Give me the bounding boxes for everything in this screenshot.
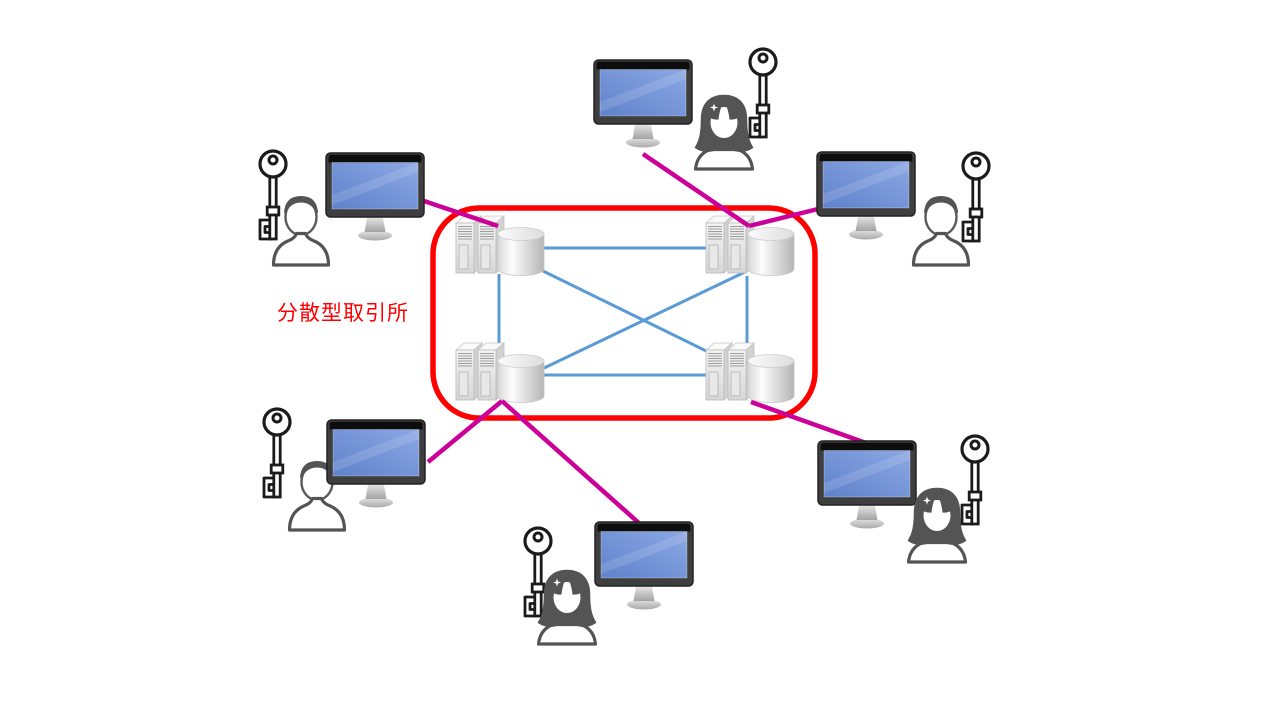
mesh-link-diagonal-trbl [541,270,746,371]
user-station-bottom-left [262,407,426,532]
connection-top-right [748,206,819,229]
exchange-label: 分散型取引所 [277,302,409,325]
monitor-icon [325,152,425,242]
exchange-boundary-box [430,205,818,421]
user-station-top-center [593,47,778,171]
key-icon [258,149,288,241]
monitor-icon [817,440,917,530]
monitor-icon [594,521,694,611]
server-database-icon [705,342,795,403]
man-icon [271,194,331,267]
woman-icon [693,93,755,171]
connection-top-center [641,152,751,228]
server-node-bottom-right [705,342,795,403]
connection-bottom-left [426,399,504,464]
server-database-icon [455,342,545,403]
connection-bottom-right [750,399,867,446]
key-icon [262,407,292,499]
user-station-top-left [258,149,425,267]
woman-icon [906,486,968,564]
connection-lines [423,152,867,526]
server-database-icon [455,215,545,276]
key-icon [960,434,990,526]
server-node-bottom-left [455,342,545,403]
key-icon [961,151,991,243]
monitor-icon [593,59,693,149]
user-station-bottom-center [523,521,694,646]
user-station-top-right [816,151,991,267]
user-station-bottom-right [817,434,990,564]
woman-icon [536,568,598,646]
man-icon [911,194,971,267]
key-icon [748,47,778,139]
server-node-top-left [455,215,545,276]
connection-top-left [423,198,499,229]
monitor-icon [816,151,916,241]
monitor-icon [326,419,426,509]
connection-bottom-center [500,399,642,526]
